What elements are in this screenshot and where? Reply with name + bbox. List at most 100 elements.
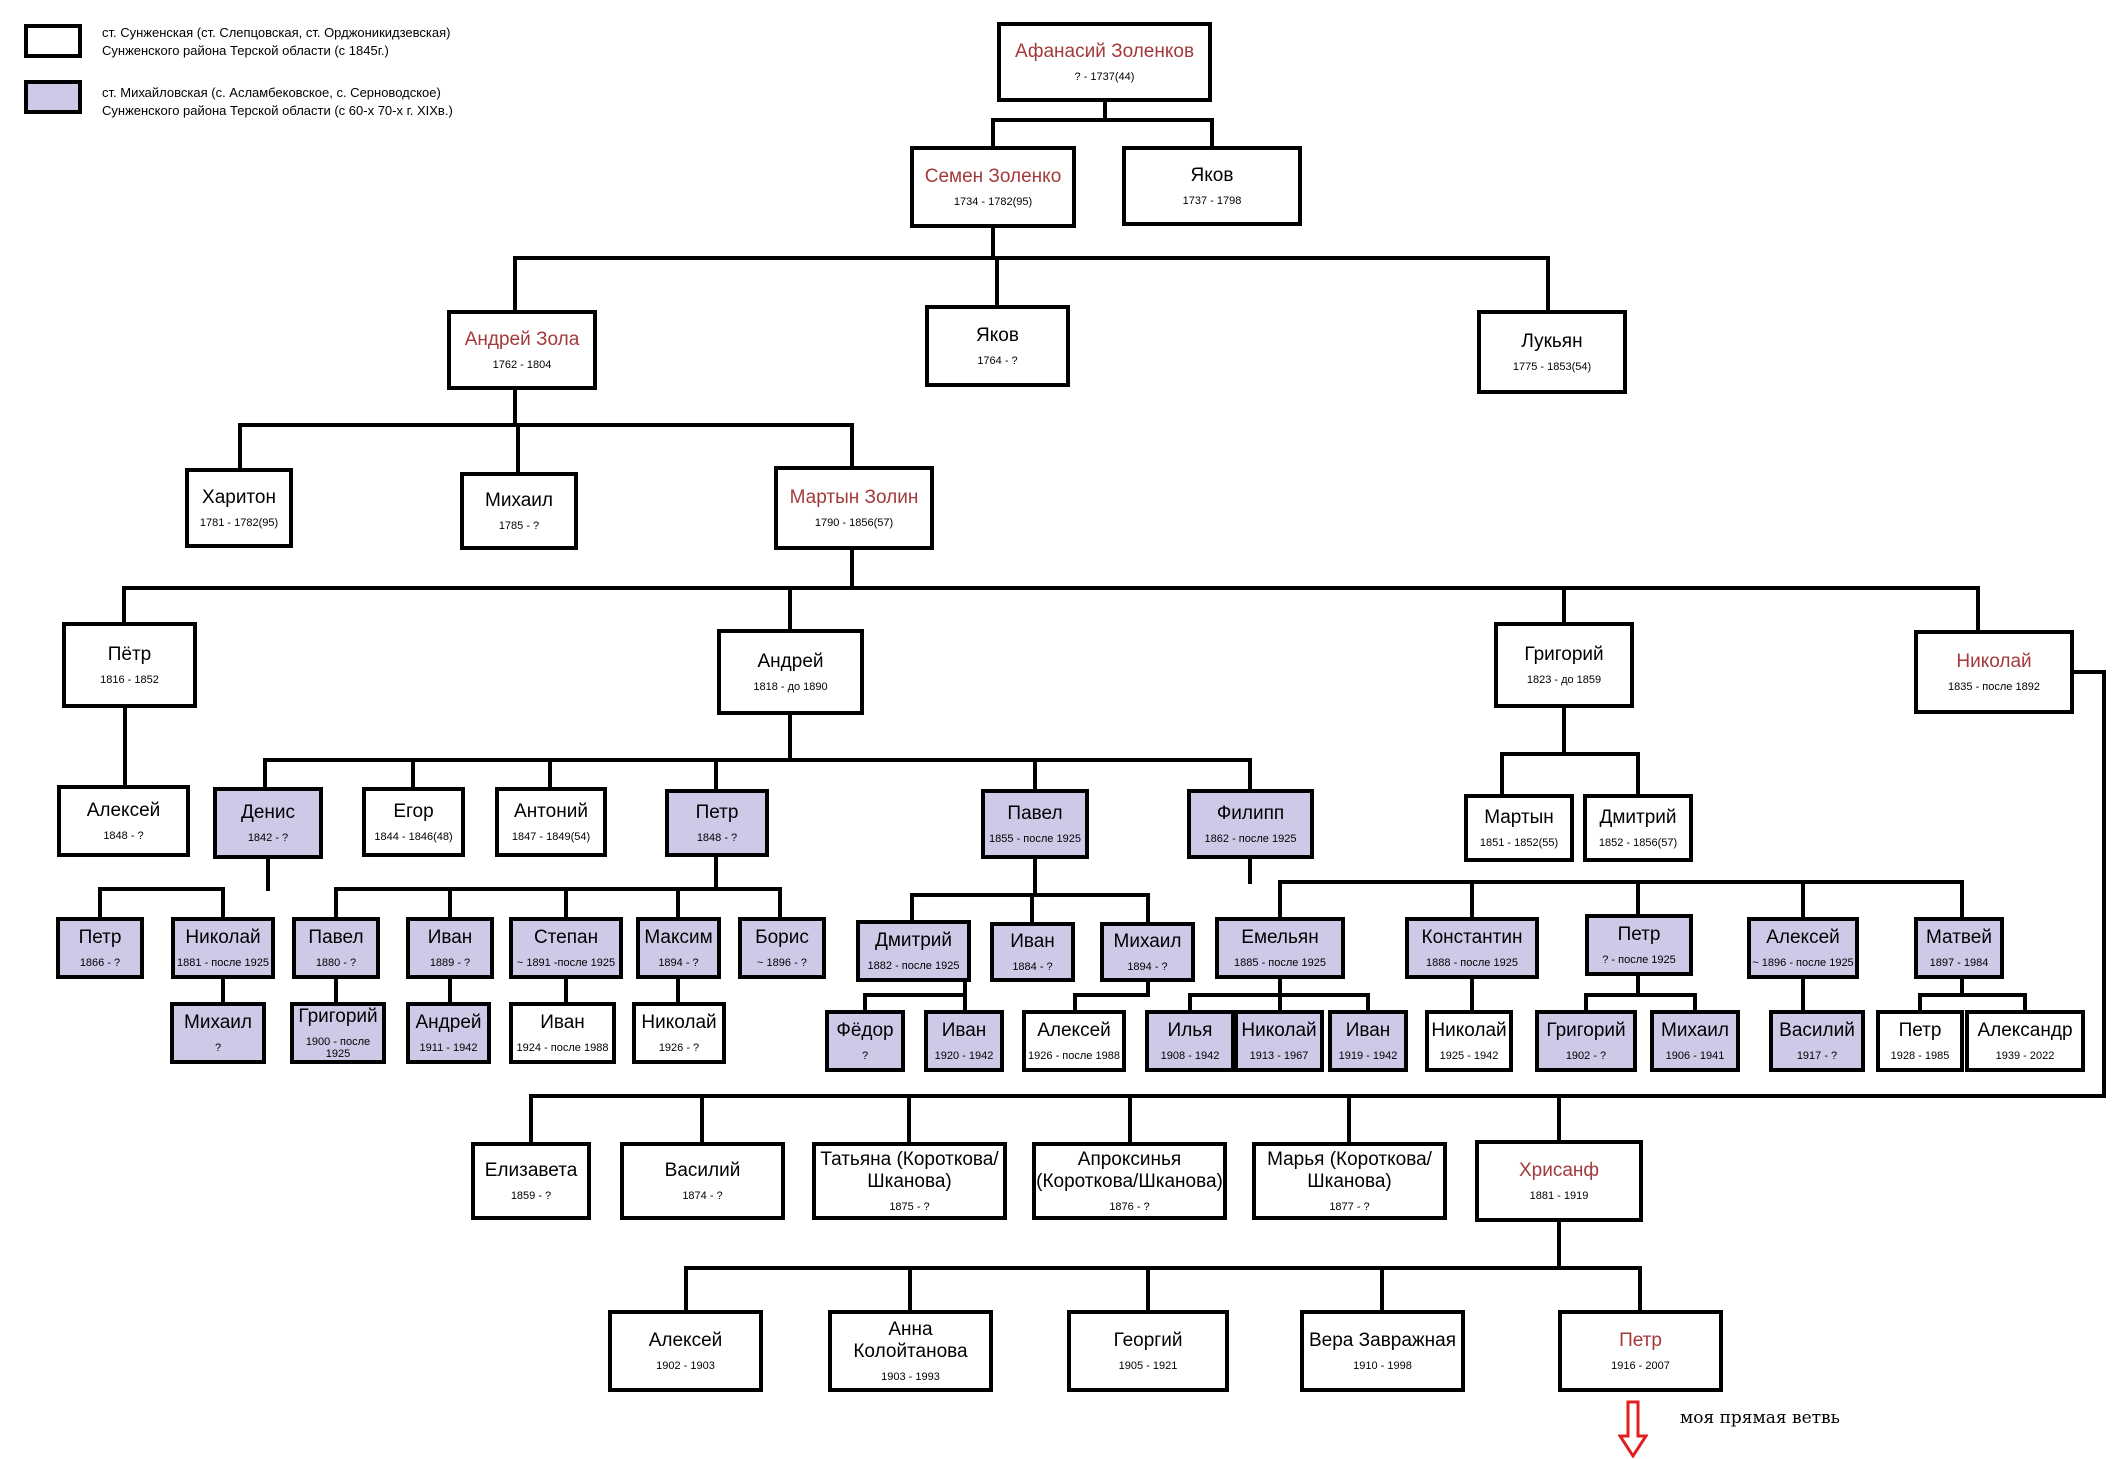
person-dates: 1924 - после 1988 bbox=[516, 1041, 609, 1054]
person-node-mikhail3: Михаил? bbox=[170, 1002, 266, 1064]
legend-purple-line2: Сунженского района Терской области (с 60… bbox=[102, 103, 453, 118]
person-name: Григорий bbox=[1546, 1020, 1626, 1042]
person-node-ivan1: Иван 1889 - ? bbox=[406, 917, 494, 979]
person-dates: 1916 - 2007 bbox=[1611, 1359, 1670, 1372]
person-node-emelyan: Емельян 1885 - после 1925 bbox=[1215, 917, 1345, 979]
person-dates: 1894 - ? bbox=[658, 956, 699, 969]
person-name: Николай bbox=[1431, 1020, 1507, 1042]
person-dates: 1818 - до 1890 bbox=[753, 680, 828, 693]
person-dates: 1875 - ? bbox=[889, 1200, 930, 1213]
person-name: Николай bbox=[185, 927, 261, 949]
person-name: Емельян bbox=[1241, 927, 1319, 949]
person-name: Мартын Золин bbox=[789, 487, 919, 509]
person-dates: 1882 - после 1925 bbox=[867, 959, 960, 972]
person-node-marya: Марья (Короткова/Шканова)1877 - ? bbox=[1252, 1142, 1447, 1220]
person-name: Георгий bbox=[1113, 1330, 1183, 1352]
person-node-aproksinya: Апроксинья (Короткова/Шканова)1876 - ? bbox=[1032, 1142, 1227, 1220]
person-node-martyn: Мартын Золин 1790 - 1856(57) bbox=[774, 466, 934, 550]
person-dates: 1851 - 1852(55) bbox=[1479, 836, 1559, 849]
person-dates: 1881 - после 1925 bbox=[177, 956, 269, 969]
person-dates: 1781 - 1782(95) bbox=[199, 516, 279, 529]
person-name: Яков bbox=[976, 325, 1019, 347]
person-dates: ? bbox=[214, 1041, 222, 1054]
person-name: Михаил bbox=[1113, 931, 1182, 953]
person-name: Борис bbox=[755, 927, 809, 949]
person-dates: 1823 - до 1859 bbox=[1526, 673, 1602, 686]
legend-white-line2: Сунженского района Терской области (с 18… bbox=[102, 43, 389, 58]
person-dates: 1881 - 1919 bbox=[1529, 1189, 1589, 1202]
person-dates: 1911 - 1942 bbox=[419, 1041, 478, 1054]
person-name: Хрисанф bbox=[1518, 1160, 1600, 1182]
person-node-tatyana: Татьяна (Короткова/Шканова)1875 - ? bbox=[812, 1142, 1007, 1220]
person-name: Иван bbox=[427, 927, 473, 949]
person-name: Петр bbox=[78, 927, 122, 949]
person-name: Михаил bbox=[184, 1012, 252, 1034]
person-name: Василий bbox=[1779, 1020, 1855, 1042]
legend-white-line1: ст. Сунженская (ст. Слепцовская, ст. Орд… bbox=[102, 25, 451, 40]
person-name: Илья bbox=[1167, 1020, 1213, 1042]
person-dates: ? bbox=[861, 1049, 869, 1062]
person-dates: 1925 - 1942 bbox=[1439, 1049, 1499, 1062]
person-dates: 1902 - ? bbox=[1565, 1049, 1607, 1062]
person-name: Петр bbox=[1619, 1330, 1662, 1352]
person-dates: 1790 - 1856(57) bbox=[814, 516, 894, 529]
person-name: Антоний bbox=[514, 801, 588, 823]
person-name: Анна Колойтанова bbox=[853, 1319, 968, 1362]
legend-purple-line1: ст. Михайловская (с. Асламбековское, с. … bbox=[102, 85, 441, 100]
person-name: Лукьян bbox=[1521, 331, 1583, 353]
person-dates: 1919 - 1942 bbox=[1338, 1049, 1398, 1062]
person-dates: 1848 - ? bbox=[103, 829, 144, 842]
person-node-ilya: Илья 1908 - 1942 bbox=[1145, 1010, 1235, 1072]
person-name: Иван bbox=[1345, 1020, 1391, 1042]
person-dates: 1859 - ? bbox=[510, 1189, 552, 1202]
person-node-ivan5: Иван 1919 - 1942 bbox=[1328, 1010, 1408, 1072]
person-node-boris: Борис~ 1896 - ? bbox=[738, 917, 826, 979]
person-dates: 1906 - 1941 bbox=[1665, 1049, 1725, 1062]
person-name: Павел bbox=[1007, 803, 1063, 825]
person-name: Николай bbox=[641, 1012, 717, 1034]
down-arrow-icon bbox=[1618, 1400, 1648, 1458]
person-node-petr6: Петр 1916 - 2007 bbox=[1558, 1310, 1723, 1392]
person-node-nikolay2: Николай 1881 - после 1925 bbox=[171, 917, 275, 979]
person-name: Афанасий Золенков bbox=[1014, 41, 1195, 63]
person-dates: ~ 1896 - после 1925 bbox=[1752, 956, 1854, 969]
person-node-afanasiy: Афанасий Золенков? - 1737(44) bbox=[997, 22, 1212, 102]
person-dates: 1908 - 1942 bbox=[1160, 1049, 1220, 1062]
person-dates: 1889 - ? bbox=[429, 956, 471, 969]
person-dates: 1862 - после 1925 bbox=[1204, 832, 1297, 845]
person-name: Константин bbox=[1421, 927, 1523, 949]
person-node-vasiliy1: Василий 1917 - ? bbox=[1769, 1010, 1865, 1072]
person-name: Матвей bbox=[1926, 927, 1992, 949]
person-name: Дмитрий bbox=[874, 930, 953, 952]
person-dates: 1905 - 1921 bbox=[1118, 1359, 1178, 1372]
person-name: Иван bbox=[941, 1020, 987, 1042]
person-name: Василий bbox=[664, 1160, 741, 1182]
person-name: Андрей bbox=[757, 651, 824, 673]
person-dates: 1880 - ? bbox=[315, 956, 357, 969]
direct-line-note: моя прямая ветвь bbox=[1680, 1408, 1840, 1428]
legend-swatch-white bbox=[24, 24, 82, 58]
person-dates: 1885 - после 1925 bbox=[1234, 956, 1326, 969]
person-dates: 1917 - ? bbox=[1796, 1049, 1838, 1062]
person-dates: 1844 - 1846(48) bbox=[374, 830, 453, 843]
